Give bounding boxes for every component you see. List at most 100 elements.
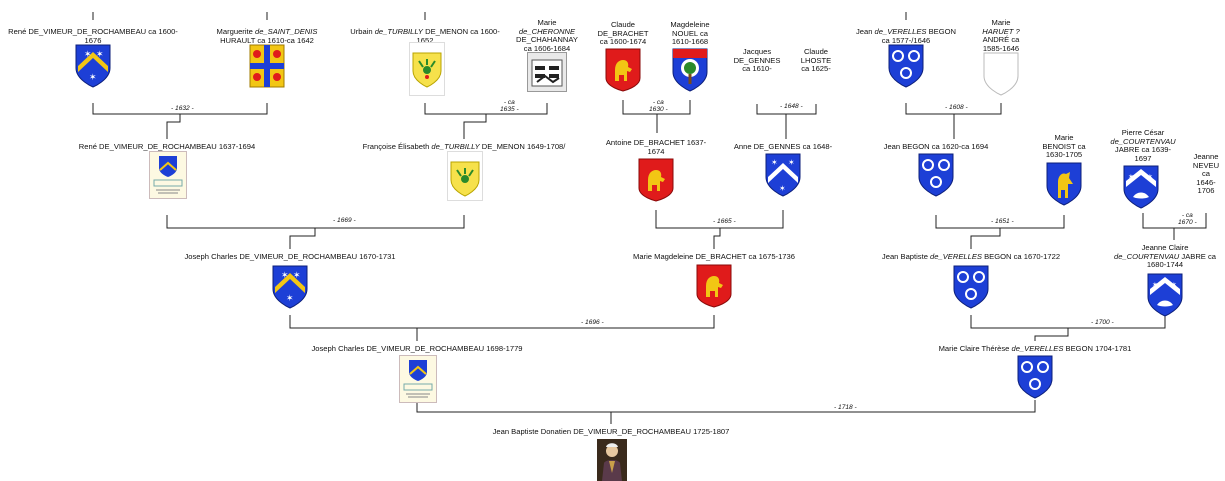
person-jean-begon[interactable]: Jean BEGON ca 1620-ca 1694: [871, 142, 1001, 152]
person-jeanne-neveu[interactable]: Jeanne NEVEU ca 1646- 1706: [1189, 152, 1223, 196]
svg-text:✶: ✶: [771, 158, 778, 167]
person-joseph-charles-1670[interactable]: Joseph Charles DE_VIMEUR_DE_ROCHAMBEAU 1…: [160, 252, 420, 262]
person-dates-3: 1706: [1197, 186, 1215, 196]
person-claude-brachet[interactable]: Claude DE_BRACHET ca 1600-1674: [588, 20, 658, 47]
marriage-label: - 1700 -: [1088, 319, 1117, 326]
person-surname: NEVEU: [1192, 160, 1220, 170]
person-dates: BEGON 1704-1781: [1063, 344, 1132, 353]
person-jean-verelles[interactable]: Jean de_VERELLES BEGON ca 1577-/1646: [846, 27, 966, 45]
coat-of-arms-brachet-icon[interactable]: [605, 48, 641, 92]
person-rene-1600[interactable]: René DE_VIMEUR_DE_ROCHAMBEAU ca 1600- 16…: [8, 27, 178, 45]
svg-text:✶: ✶: [788, 158, 795, 167]
person-marguerite[interactable]: Marguerite de_SAINT_DENIS HURAULT ca 161…: [207, 27, 327, 45]
marriage-label-1: - ca: [503, 99, 515, 106]
person-joseph-charles-1698[interactable]: Joseph Charles DE_VIMEUR_DE_ROCHAMBEAU 1…: [287, 344, 547, 354]
person-jean-baptiste-verelles[interactable]: Jean Baptiste de_VERELLES BEGON ca 1670-…: [871, 252, 1071, 262]
person-name: Marie Magdeleine DE_BRACHET ca 1675-1736: [633, 252, 795, 261]
person-surname-2: BEGON: [926, 27, 957, 36]
person-dates-2: 1646-: [1196, 177, 1216, 187]
coat-of-arms-blank-icon[interactable]: [983, 52, 1019, 96]
person-antoine-brachet[interactable]: Antoine DE_BRACHET 1637- 1674: [601, 138, 711, 156]
coat-of-arms-verelles-icon[interactable]: [953, 265, 989, 309]
marriage-label-2: 1635 -: [500, 106, 519, 113]
person-jacques-gennes[interactable]: Jacques DE_GENNES ca 1610-: [727, 47, 787, 74]
coat-of-arms-cheronne-icon[interactable]: [527, 52, 567, 92]
svg-text:✶: ✶: [1152, 281, 1158, 289]
person-name: Jeanne: [1193, 152, 1219, 161]
person-marie-cheronne[interactable]: Marie de_CHERONNE DE_CHAHANNAY ca 1606-1…: [507, 18, 587, 53]
person-marie-haruet[interactable]: Marie HARUET ? ANDRÉ ca 1585-1646: [971, 18, 1031, 53]
person-surname-2: JABRE ca: [1179, 251, 1216, 261]
coat-of-arms-verelles-icon[interactable]: [1017, 355, 1053, 399]
person-name: Urbain: [350, 27, 375, 36]
svg-text:✶: ✶: [1171, 281, 1177, 289]
person-name: Magdeleine: [670, 20, 710, 29]
svg-text:✶: ✶: [286, 294, 294, 304]
person-name: Anne DE_GENNES ca 1648-: [733, 142, 833, 151]
person-dates-2: 1652: [416, 35, 434, 45]
person-surname: DE_GENNES: [733, 55, 781, 65]
person-dates: DE_MENON 1649-1708/: [479, 142, 566, 151]
person-jean-baptiste-donatien[interactable]: Jean Baptiste Donatien DE_VIMEUR_DE_ROCH…: [471, 427, 751, 437]
coat-of-arms-brachet-icon[interactable]: [696, 264, 732, 308]
coat-of-arms-gennes-icon[interactable]: ✶ ✶ ✶: [765, 153, 801, 197]
person-name: Marie: [537, 18, 557, 27]
person-dates: 1585-1646: [982, 43, 1020, 53]
coat-of-arms-benoist-icon[interactable]: [1046, 162, 1082, 206]
svg-text:✶: ✶: [89, 73, 97, 83]
marriage-label-1: - ca: [652, 99, 664, 106]
coat-of-arms-brachet-icon[interactable]: [638, 158, 674, 202]
portrait-image[interactable]: [597, 439, 627, 481]
person-name: Jean Baptiste Donatien DE_VIMEUR_DE_ROCH…: [492, 427, 730, 436]
coat-of-arms-rochambeau-icon[interactable]: ✶ ✶ ✶: [272, 265, 308, 309]
person-name: Jean Baptiste: [881, 252, 931, 261]
person-surname-2: ANDRÉ ca: [982, 35, 1020, 45]
coat-of-arms-turbilly-card-2[interactable]: [447, 151, 483, 201]
coat-of-arms-rochambeau-card[interactable]: [399, 355, 437, 403]
person-dates: DE_MENON ca 1600-: [422, 27, 500, 36]
coat-of-arms-courtenvau-icon[interactable]: ✶ ✶: [1147, 273, 1183, 317]
person-name: René DE_VIMEUR_DE_ROCHAMBEAU 1637-1694: [78, 142, 256, 151]
coat-of-arms-courtenvau-icon[interactable]: ✶ ✶: [1123, 165, 1159, 209]
person-surname: de_VERELLES: [1011, 344, 1064, 353]
person-dates: ca 1577-/1646: [881, 35, 931, 45]
person-dates: 1630-1705: [1045, 150, 1083, 160]
person-francoise[interactable]: Françoise Élisabeth de_TURBILLY DE_MENON…: [354, 142, 574, 152]
person-name: Marie: [1054, 133, 1074, 142]
person-pierre-cesar[interactable]: Pierre César de_COURTENVAU JABRE ca 1639…: [1103, 128, 1183, 163]
person-dates: BEGON ca 1670-1722: [981, 252, 1061, 261]
coat-of-arms-nouel-icon[interactable]: [672, 48, 708, 92]
marriage-label: - 1608 -: [942, 104, 971, 111]
person-dates: 1674: [647, 146, 665, 156]
coat-of-arms-rochambeau-icon[interactable]: ✶ ✶ ✶: [75, 44, 111, 88]
svg-text:✶: ✶: [293, 271, 301, 281]
coat-of-arms-turbilly-card[interactable]: [409, 42, 445, 96]
person-urbain[interactable]: Urbain de_TURBILLY DE_MENON ca 1600- 165…: [345, 27, 505, 45]
person-dates: ca 1625-: [801, 64, 831, 74]
person-surname: de_CHERONNE: [518, 26, 576, 36]
person-name: Joseph Charles DE_VIMEUR_DE_ROCHAMBEAU 1…: [311, 344, 523, 353]
coat-of-arms-begon-icon[interactable]: [918, 153, 954, 197]
person-surname: de_SAINT_DENIS: [254, 27, 318, 36]
person-anne-gennes[interactable]: Anne DE_GENNES ca 1648-: [728, 142, 838, 152]
person-name: Jacques: [742, 47, 772, 56]
coat-of-arms-rochambeau-card[interactable]: [149, 151, 187, 199]
person-rene-1637[interactable]: René DE_VIMEUR_DE_ROCHAMBEAU 1637-1694: [57, 142, 277, 152]
person-jeanne-claire[interactable]: Jeanne Claire de_COURTENVAU JABRE ca 168…: [1110, 243, 1220, 270]
coat-of-arms-verelles-icon[interactable]: [888, 44, 924, 88]
person-marie-claire[interactable]: Marie Claire Thérèse de_VERELLES BEGON 1…: [935, 344, 1135, 354]
marriage-label: - ca 1635 -: [497, 99, 522, 113]
person-dates: ca: [1201, 169, 1211, 179]
marriage-label: - 1669 -: [330, 217, 359, 224]
marriage-label: - ca 1670 -: [1175, 212, 1200, 226]
marriage-label-2: 1670 -: [1178, 219, 1197, 226]
person-surname-2: JABRE ca 1639-: [1114, 145, 1172, 155]
coat-of-arms-saint-denis-icon[interactable]: [249, 44, 285, 88]
person-dates: 1680-1744: [1146, 260, 1184, 270]
person-marie-magdeleine[interactable]: Marie Magdeleine DE_BRACHET ca 1675-1736: [609, 252, 819, 262]
marriage-label: - 1696 -: [578, 319, 607, 326]
person-marie-benoist[interactable]: Marie BENOIST ca 1630-1705: [1034, 133, 1094, 160]
person-surname: de_VERELLES: [874, 27, 927, 36]
person-claude-lhoste[interactable]: Claude LHOSTE ca 1625-: [791, 47, 841, 74]
person-magdeleine-nouel[interactable]: Magdeleine NOUEL ca 1610-1668: [660, 20, 720, 47]
